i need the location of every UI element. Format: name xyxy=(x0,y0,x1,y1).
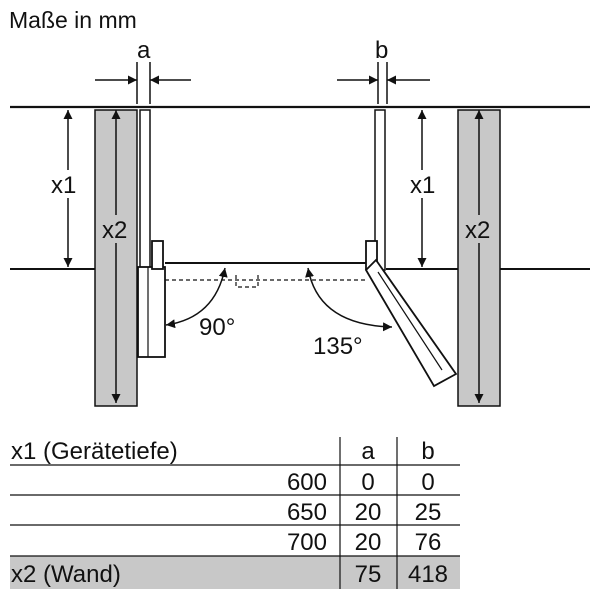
left-side-panel xyxy=(139,109,151,271)
table-row-1-x1: 600 xyxy=(287,469,327,496)
swing-arc-135 xyxy=(305,267,393,332)
table-row-3-x1: 700 xyxy=(287,529,327,556)
table-row-2-a: 20 xyxy=(355,499,382,526)
angle-135-label: 135° xyxy=(313,333,363,360)
table-footer-a: 75 xyxy=(355,561,382,588)
dashed-reference-lines xyxy=(165,275,368,288)
dimension-x2-right-label: x2 xyxy=(465,217,490,244)
table-footer-row-bg xyxy=(10,556,460,589)
table-header-label: x1 (Gerätetiefe) xyxy=(11,438,178,465)
table-row-2-b: 25 xyxy=(415,499,442,526)
dimension-b xyxy=(337,62,430,104)
dimension-x1-left-label: x1 xyxy=(51,172,76,199)
page-title: Maße in mm xyxy=(9,7,137,33)
table-row-3-a: 20 xyxy=(355,529,382,556)
table-header-a: a xyxy=(361,438,375,465)
table-row-2-x1: 650 xyxy=(287,499,327,526)
table-footer-b: 418 xyxy=(408,561,448,588)
dimension-x2-left-label: x2 xyxy=(102,217,127,244)
table-footer-label: x2 (Wand) xyxy=(11,561,121,588)
dimension-x1-right-label: x1 xyxy=(410,172,435,199)
angle-90-label: 90° xyxy=(199,314,235,341)
swing-arc-90 xyxy=(165,267,228,329)
dimension-a xyxy=(95,62,191,104)
dimension-a-label: a xyxy=(137,37,151,64)
table-grid xyxy=(10,437,460,589)
table-row-1-a: 0 xyxy=(361,469,374,496)
table-row-3-b: 76 xyxy=(415,529,442,556)
left-door-open-90 xyxy=(137,240,166,358)
dimension-b-label: b xyxy=(375,37,388,64)
table-row-1-b: 0 xyxy=(421,469,434,496)
table-header-b: b xyxy=(421,438,434,465)
